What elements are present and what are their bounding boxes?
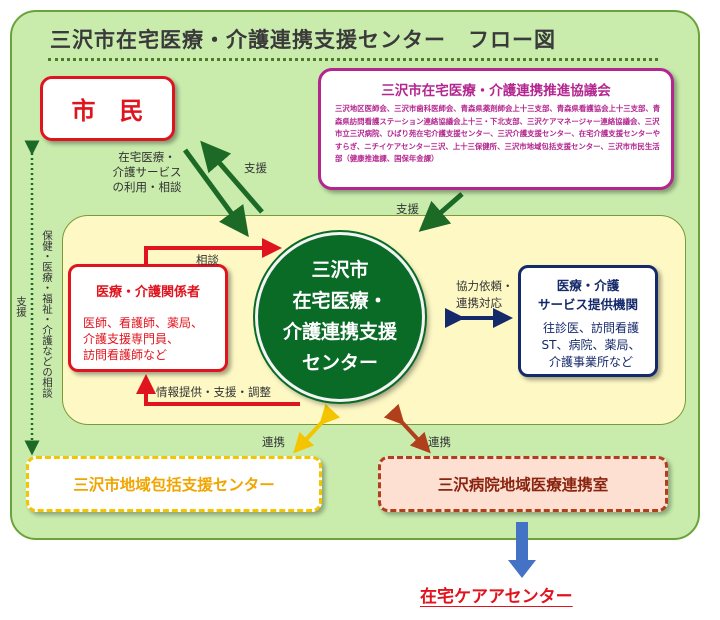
care-center-link[interactable]: 在宅ケアアセンター [420, 587, 573, 607]
care-professionals-line: 介護支援専門員、 [83, 332, 180, 346]
center-line: センター [301, 352, 378, 374]
page-title: 三沢市在宅医療・介護連携支援センター フロー図 [50, 28, 556, 52]
arrow-citizen-to-center [182, 148, 249, 238]
center-line: 三沢市 [311, 259, 369, 281]
service-provider-title-line: サービス提供機関 [537, 297, 638, 312]
service-provider-title: 医療・介護 サービス提供機関 [521, 276, 655, 314]
service-provider-line: 介護事業所など [548, 355, 633, 369]
care-professionals-title: 医療・介護関係者 [95, 285, 200, 300]
support-center-circle: 三沢市 在宅医療・ 介護連携支援 センター [255, 232, 425, 402]
arrow-center-to-kankei [136, 374, 300, 406]
arrow-center-to-citizen [200, 140, 264, 214]
care-professionals-line: 医師、看護師、薬局、 [83, 316, 204, 330]
label-vertical-consult: 保健・医療・福祉・介護などの相談 [41, 230, 53, 398]
label-line: 在宅医療・ [118, 150, 176, 164]
arrow-center-houkatsu [293, 403, 341, 454]
arrow-down-head [508, 560, 536, 578]
label-soudan: 相談 [196, 253, 219, 267]
label-joho: 情報提供・支援・調整 [156, 385, 271, 399]
care-professionals-list: 医師、看護師、薬局、 介護支援専門員、 訪問看護師など [83, 315, 223, 363]
label-vertical-support: 支援 [15, 296, 27, 317]
service-provider-title-line: 医療・介護 [556, 278, 620, 293]
service-provider-box: 医療・介護 サービス提供機関 往診医、訪問看護 ST、病院、薬局、 介護事業所な… [518, 265, 658, 377]
label-citizen-use: 在宅医療・ 介護サービス の利用・相談 [102, 150, 192, 195]
council-box: 三沢市在宅医療・介護連携推進協議会 三沢地区医師会、三沢市歯科医師会、青森県薬剤… [318, 68, 674, 190]
care-professionals-box: 医療・介護関係者 医師、看護師、薬局、 介護支援専門員、 訪問看護師など [68, 264, 228, 372]
label-line: 連携対応 [456, 296, 502, 310]
arrow-council-to-center [418, 192, 464, 232]
center-line: 介護連携支援 [282, 321, 397, 343]
service-provider-line: 往診医、訪問看護 [542, 321, 639, 335]
label-kyoryoku: 協力依頼・ 連携対応 [456, 278, 514, 312]
label-support-council: 支援 [396, 202, 419, 216]
title-divider [48, 58, 658, 61]
label-line: 協力依頼・ [456, 279, 514, 293]
care-professionals-line: 訪問看護師など [83, 348, 168, 362]
hospital-liaison-box: 三沢病院地域医療連携室 [378, 456, 668, 512]
label-renkei-right: 連携 [428, 435, 451, 449]
center-line: 在宅医療・ [292, 290, 388, 312]
label-renkei-left: 連携 [262, 435, 285, 449]
service-provider-line: ST、病院、薬局、 [541, 338, 641, 352]
label-line: の利用・相談 [112, 180, 182, 194]
label-support-citizen: 支援 [244, 161, 267, 175]
service-provider-list: 往診医、訪問看護 ST、病院、薬局、 介護事業所など [529, 320, 653, 371]
label-line: 介護サービス [112, 165, 182, 179]
community-support-center-box: 三沢市地域包括支援センター [26, 456, 322, 512]
arrow-down-body [516, 522, 528, 562]
council-members: 三沢地区医師会、三沢市歯科医師会、青森県薬剤師会上十三支部、青森県看護協会上十三… [335, 104, 661, 163]
council-title: 三沢市在宅医療・介護連携推進協議会 [381, 83, 611, 99]
arrow-kankei-to-center [144, 238, 282, 264]
arrow-center-byouin [383, 403, 431, 454]
citizen-box: 市民 [40, 76, 175, 141]
